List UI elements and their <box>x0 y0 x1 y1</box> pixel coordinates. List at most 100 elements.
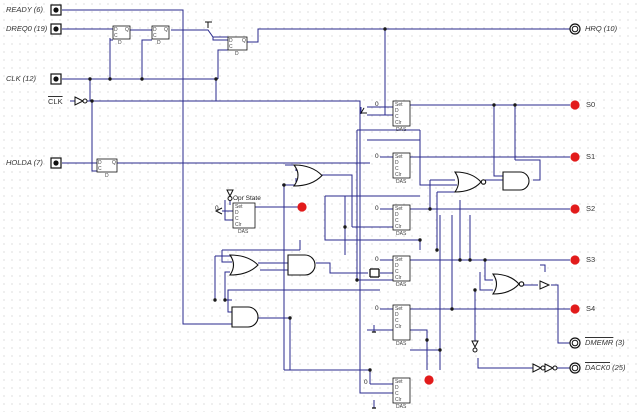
das-s0-pin-clr: Clr <box>395 120 402 126</box>
junction-dot <box>368 368 372 372</box>
ff2-pin-d: D <box>153 27 157 33</box>
junction-dot <box>288 316 292 320</box>
dack0-pin: (25) <box>612 363 626 372</box>
junction-dot <box>108 77 112 81</box>
das-s1-caption: DAS <box>396 179 407 185</box>
opr-state-label: Opr State <box>233 195 261 202</box>
ff1-caption: D <box>118 40 122 46</box>
output-label-hrq: HRQ (10) <box>585 24 618 33</box>
das-opr-pin-d: D <box>235 210 239 216</box>
das-opr-caption: DAS <box>238 229 249 235</box>
das-s3-pin-set: Set <box>395 257 403 263</box>
state-leds <box>297 100 580 385</box>
const-zero-s4: 0 <box>375 305 379 312</box>
ff4-pin-c: C <box>98 166 102 172</box>
output-terminals <box>569 23 581 374</box>
const-zero-dack: 0 <box>364 379 368 386</box>
junction-dot <box>88 77 92 81</box>
state-label-s1: S1 <box>586 152 596 161</box>
junction-dot <box>213 298 217 302</box>
das-registers <box>232 100 411 404</box>
ff1-pin-c: C <box>114 33 118 39</box>
das-s1-pin-set: Set <box>395 154 403 160</box>
das-s1-pin-c: C <box>395 166 399 172</box>
das-s4-caption: DAS <box>396 341 407 347</box>
junction-dot <box>425 338 429 342</box>
input-label-ready: READY (6) <box>6 5 43 14</box>
das-s1-pin-clr: Clr <box>395 172 402 178</box>
junction-dot <box>383 27 387 31</box>
ff2-pin-q: Q <box>164 27 168 33</box>
wiring <box>62 9 570 408</box>
das-opr-pin-set: Set <box>235 204 243 210</box>
junction-dot <box>223 298 227 302</box>
d-flipflops <box>96 25 248 173</box>
input-label-holda: HOLDA (7) <box>6 158 43 167</box>
das-s4-pin-d: D <box>395 312 399 318</box>
const-zero-opr: 0 <box>215 205 219 212</box>
das-opr-pin-c: C <box>235 216 239 222</box>
junction-dot <box>418 238 422 242</box>
const-zero-s2: 0 <box>375 205 379 212</box>
das-s1-pin-d: D <box>395 160 399 166</box>
ff3-caption: D <box>235 51 239 57</box>
junction-dot <box>140 77 144 81</box>
junction-dot <box>513 103 517 107</box>
das-dack-caption: DAS <box>396 404 407 410</box>
input-label-dreq0: DREQ0 (19) <box>6 24 48 33</box>
das-dack-pin-d: D <box>395 385 399 391</box>
dack0-name: DACK0 <box>585 363 611 372</box>
ff2-caption: D <box>157 40 161 46</box>
das-dack-pin-c: C <box>395 391 399 397</box>
junction-dot <box>468 258 472 262</box>
das-dack-pin-clr: Clr <box>395 397 402 403</box>
das-s0-pin-d: D <box>395 108 399 114</box>
das-s3-pin-clr: Clr <box>395 275 402 281</box>
junction-dot <box>458 258 462 262</box>
das-s3-pin-c: C <box>395 269 399 275</box>
ff3-pin-q: Q <box>242 38 246 44</box>
das-s2-pin-c: C <box>395 218 399 224</box>
das-s0-caption: DAS <box>396 127 407 133</box>
wire-junctions <box>88 27 547 372</box>
state-label-s2: S2 <box>586 204 596 213</box>
junction-dot <box>435 248 439 252</box>
das-s0-pin-set: Set <box>395 102 403 108</box>
output-label-dmemr: DMEMR (3) <box>585 338 625 347</box>
das-s4-pin-set: Set <box>395 306 403 312</box>
ground-symbols <box>369 268 380 409</box>
output-label-dack0: DACK0 (25) <box>585 363 625 372</box>
ff3-pin-d: D <box>229 38 233 44</box>
state-label-s4: S4 <box>586 304 596 313</box>
das-s2-caption: DAS <box>396 231 407 237</box>
junction-dot <box>214 77 218 81</box>
junction-dot <box>492 103 496 107</box>
junction-dot <box>343 225 347 229</box>
junction-dot <box>483 258 487 262</box>
junction-dot <box>355 278 359 282</box>
junction-dot <box>473 288 477 292</box>
ff1-pin-q: Q <box>125 27 129 33</box>
das-s0-pin-c: C <box>395 114 399 120</box>
junction-dot <box>282 183 286 187</box>
inverters <box>74 96 558 373</box>
switch-element <box>205 21 212 28</box>
junction-dot <box>90 99 94 103</box>
input-label-clk-bar: CLK <box>48 97 63 106</box>
ff4-pin-q: Q <box>112 160 116 166</box>
ff1-pin-d: D <box>114 27 118 33</box>
junction-dot <box>428 207 432 211</box>
state-label-s3: S3 <box>586 255 596 264</box>
dmemr-name: DMEMR <box>585 338 614 347</box>
ff3-pin-c: C <box>229 44 233 50</box>
das-dack-pin-set: Set <box>395 379 403 385</box>
ff2-pin-c: C <box>153 33 157 39</box>
das-s2-pin-set: Set <box>395 206 403 212</box>
das-s3-caption: DAS <box>396 282 407 288</box>
junction-dot <box>450 307 454 311</box>
ff4-caption: D <box>105 173 109 179</box>
junction-dot <box>438 348 442 352</box>
das-s3-pin-d: D <box>395 263 399 269</box>
das-s4-pin-c: C <box>395 318 399 324</box>
das-s2-pin-d: D <box>395 212 399 218</box>
